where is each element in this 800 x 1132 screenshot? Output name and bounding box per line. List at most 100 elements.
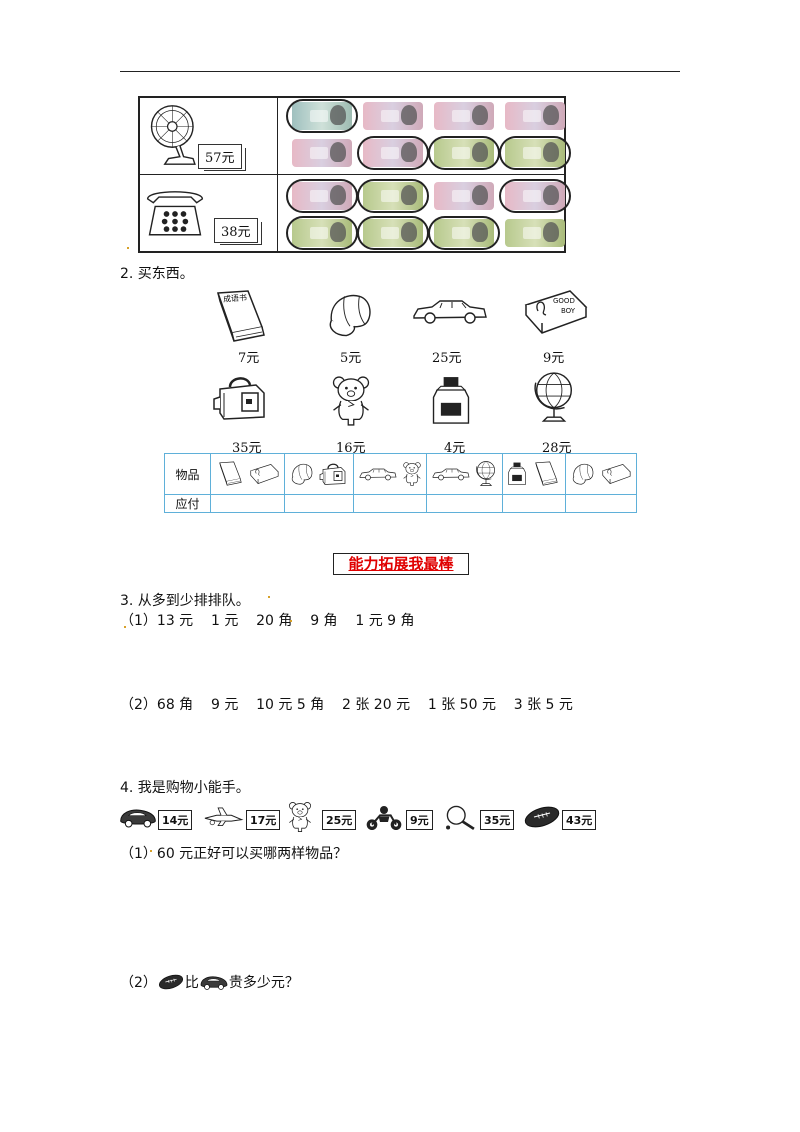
answer-cell[interactable] (352, 494, 428, 513)
case-text: GOOD (553, 297, 575, 305)
banknote (363, 102, 423, 130)
price-tag: 17元 (246, 810, 281, 830)
table-divider (140, 174, 564, 175)
answer-cell[interactable] (283, 494, 354, 513)
banknote (505, 219, 565, 247)
stray-dot (290, 620, 292, 622)
section-banner: 能力拓展我最棒 (333, 553, 469, 575)
ping-pong-paddle-icon (444, 804, 478, 832)
ink-bottle-icon (506, 460, 528, 488)
banknote-circle-mark (499, 136, 571, 170)
price-tag: 35元 (480, 810, 515, 830)
toy-car-icon (118, 804, 158, 830)
question-3-part-2: （2）68 角 9 元 10 元 5 角 2 张 20 元 1 张 50 元 3… (120, 697, 573, 713)
telephone-icon (142, 184, 208, 244)
part-prefix: （2） (120, 975, 157, 991)
banknote (434, 182, 494, 210)
money-table: 57元 38元 (138, 96, 571, 253)
item-pair (285, 460, 353, 488)
banknote (292, 139, 352, 167)
globe-icon (474, 459, 498, 489)
banknote-circle-mark (286, 99, 358, 133)
banknote-circle-mark (499, 179, 571, 213)
price-label: 25元 (432, 351, 462, 366)
pencil-case-icon (248, 462, 280, 486)
part-mid: 比 (184, 975, 199, 991)
pencil-case-icon (519, 287, 591, 337)
item-pencil-case: GOOD BOY (519, 287, 591, 341)
price-tag: 43元 (562, 810, 597, 830)
teddy-bear-icon (286, 800, 314, 834)
toy-car-icon (408, 296, 492, 326)
goods-strip: 14元 17元 25元 9元 35元 43元 (118, 800, 608, 834)
answer-cell[interactable] (426, 494, 504, 513)
rugby-ball-icon (522, 804, 562, 830)
toy-car-icon (358, 466, 398, 482)
answer-cell[interactable] (564, 494, 638, 513)
banknote (505, 102, 565, 130)
toy-car-icon (199, 972, 229, 992)
teddy-bear-icon (401, 460, 423, 488)
table-row: 物品 (164, 453, 638, 495)
banknote-circle-mark (357, 136, 429, 170)
banknote-circle-mark (357, 179, 429, 213)
price-label: 4元 (444, 441, 466, 456)
book-icon (531, 460, 561, 488)
price-label: 5元 (340, 351, 362, 366)
price-label: 28元 (542, 441, 572, 456)
item-pair (503, 460, 564, 488)
banknote-circle-mark (428, 216, 500, 250)
price-tag: 9元 (406, 810, 433, 830)
question-3-title: 3. 从多到少排排队。 (120, 593, 250, 609)
price-tag: 14元 (158, 810, 193, 830)
price-label: 7元 (238, 351, 260, 366)
teddy-bear-icon (328, 372, 374, 430)
table-row: 应付 (164, 494, 638, 513)
stray-dot (124, 626, 126, 628)
price-label: 35元 (232, 441, 262, 456)
item-pair (566, 460, 636, 488)
answer-cell[interactable] (210, 494, 285, 513)
rugby-ball-icon (157, 973, 185, 991)
question-2-title: 2. 买东西。 (120, 266, 194, 282)
part-suffix: 贵多少元？ (228, 975, 299, 991)
question-4-part-1: （1）60 元正好可以买哪两样物品？ (120, 846, 348, 862)
item-book: 成语书 (207, 287, 273, 351)
answer-cell[interactable] (502, 494, 566, 513)
stray-dot (127, 247, 129, 249)
book-cover-text: 成语书 (222, 293, 248, 304)
price-label: 9元 (543, 351, 565, 366)
case-text: BOY (561, 307, 576, 315)
question-4-part-2: （2） 比 贵多少元？ (120, 972, 299, 992)
motorcycle-icon (364, 804, 404, 832)
stray-dot (268, 596, 270, 598)
banknote-circle-mark (357, 216, 429, 250)
ink-bottle-icon (428, 372, 474, 430)
schoolbag-icon (319, 461, 349, 487)
price-tag-phone: 38元 (214, 218, 258, 243)
banknote-circle-mark (286, 216, 358, 250)
toy-car-icon (431, 466, 471, 482)
row-label: 物品 (164, 453, 211, 495)
shopping-table: 物品 应付 (164, 453, 638, 513)
airplane-icon (202, 804, 246, 828)
price-tag-fan: 57元 (198, 144, 242, 169)
book-icon (215, 460, 245, 488)
pencil-case-icon (600, 462, 632, 486)
price-tag: 25元 (322, 810, 357, 830)
cap-icon (288, 460, 316, 488)
price-label: 16元 (336, 441, 366, 456)
item-pair (427, 459, 502, 489)
row-label: 应付 (164, 494, 211, 513)
top-rule (120, 71, 680, 72)
cap-icon (322, 287, 378, 343)
banknote-circle-mark (286, 179, 358, 213)
question-4-title: 4. 我是购物小能手。 (120, 780, 250, 796)
question-3-part-1: （1）13 元 1 元 20 角 9 角 1 元 9 角 (120, 613, 415, 629)
item-pair (354, 460, 427, 488)
cap-icon (569, 460, 597, 488)
stray-dot (150, 850, 152, 852)
schoolbag-icon (212, 372, 272, 424)
banknote-circle-mark (428, 136, 500, 170)
item-pair (211, 460, 284, 488)
